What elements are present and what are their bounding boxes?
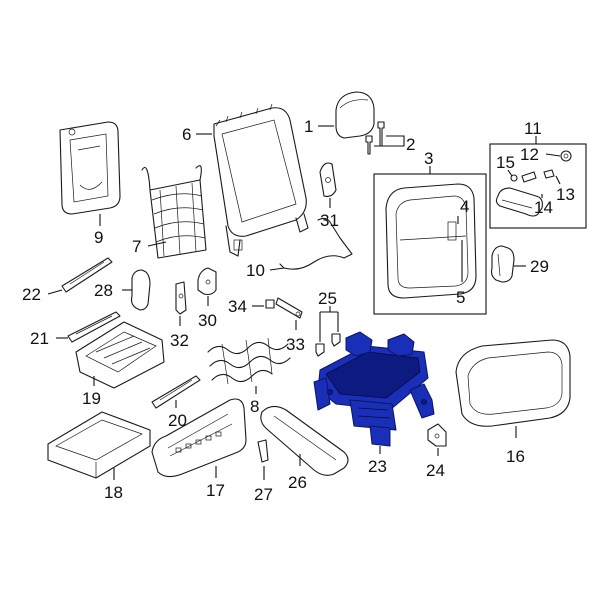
- callout-21: 21: [30, 329, 49, 348]
- callout-6: 6: [182, 125, 191, 144]
- callout-28: 28: [94, 281, 113, 300]
- callout-15: 15: [496, 153, 515, 172]
- callout-2: 2: [406, 135, 415, 154]
- part-rail-20: [151, 375, 201, 409]
- callout-30: 30: [198, 311, 217, 330]
- callout-18: 18: [104, 483, 123, 502]
- part-armrest-knob: [560, 150, 572, 162]
- part-bracket-30: [197, 267, 217, 296]
- callout-16: 16: [506, 447, 525, 466]
- part-armrest-cover: [490, 245, 515, 283]
- part-seat-back-panel: [59, 121, 121, 215]
- callout-29: 29: [530, 257, 549, 276]
- callout-9: 9: [94, 228, 103, 247]
- callout-1: 1: [304, 117, 313, 136]
- callout-3: 3: [424, 149, 433, 168]
- callout-14: 14: [534, 198, 553, 217]
- part-headrest-guides: [365, 121, 385, 155]
- part-seat-side-cover: [151, 398, 247, 478]
- callout-19: 19: [82, 389, 101, 408]
- part-11-group-box: [489, 143, 587, 229]
- part-bracket-24: [427, 423, 447, 447]
- part-lever-33: [275, 297, 303, 319]
- callout-11: 11: [524, 119, 542, 138]
- part-seat-back-cushion: [385, 183, 477, 299]
- part-seat-springs: [207, 337, 291, 385]
- part-bracket-32: [175, 281, 187, 315]
- part-armrest-pin: [521, 169, 555, 183]
- part-headrest: [335, 91, 375, 139]
- part-rail-22: [61, 257, 113, 293]
- callout-23: 23: [368, 457, 387, 476]
- part-bracket-31: [319, 162, 337, 197]
- part-armrest: [495, 187, 543, 217]
- callout-20: 20: [168, 411, 187, 430]
- part-clips-25: [315, 333, 341, 357]
- callout-27: 27: [254, 485, 273, 504]
- callout-4: 4: [460, 197, 469, 216]
- callout-26: 26: [288, 473, 307, 492]
- callout-5: 5: [456, 288, 465, 307]
- part-clip-34: [265, 299, 275, 309]
- callout-17: 17: [206, 481, 225, 500]
- part-seat-back-frame: [213, 103, 309, 257]
- part-rail-21: [67, 311, 121, 343]
- callout-10: 10: [246, 261, 265, 280]
- part-trim-28: [130, 269, 151, 311]
- callout-12: 12: [520, 145, 539, 164]
- part-clip-15: [510, 174, 518, 182]
- callout-25: 25: [318, 289, 337, 308]
- callout-24: 24: [426, 461, 445, 480]
- part-storage-tray: [47, 411, 151, 479]
- callout-13: 13: [556, 185, 575, 204]
- callout-32: 32: [170, 331, 189, 350]
- part-cable-10: [279, 217, 353, 270]
- part-seat-adjuster-highlighted: [313, 331, 435, 447]
- callout-34: 34: [228, 297, 247, 316]
- callout-33: 33: [286, 335, 305, 354]
- part-bracket-27: [257, 439, 269, 463]
- callout-22: 22: [22, 285, 41, 304]
- callout-7: 7: [132, 237, 141, 256]
- part-seat-back-springs: [141, 165, 207, 259]
- part-side-trim: [260, 405, 349, 476]
- part-seat-cushion: [455, 339, 571, 427]
- part-seat-cushion-frame: [75, 321, 165, 389]
- callout-8: 8: [250, 397, 259, 416]
